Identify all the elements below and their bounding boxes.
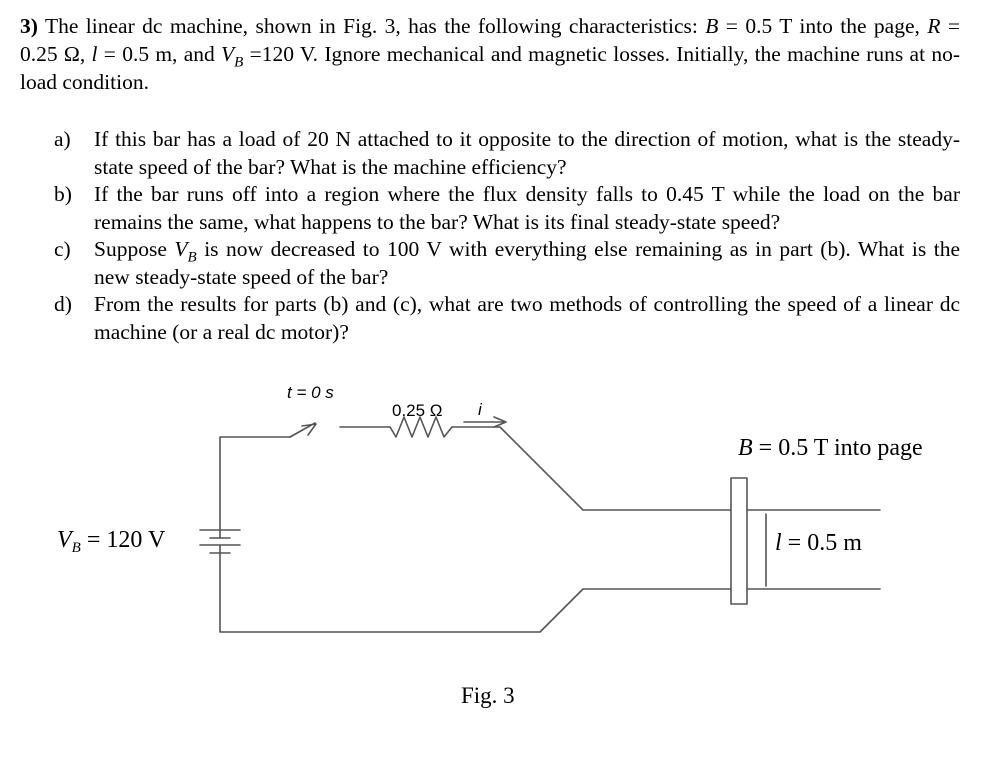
v-symbol: V: [221, 42, 235, 66]
resistor-symbol: [389, 416, 453, 438]
part-text: If the bar runs off into a region where …: [94, 182, 960, 234]
field-label-symbol: B: [738, 435, 753, 461]
circuit-wire: [219, 544, 881, 633]
l-symbol: l: [91, 42, 98, 66]
problem-statement: 3) The linear dc machine, shown in Fig. …: [20, 12, 960, 96]
length-label-value: = 0.5 m: [782, 530, 863, 556]
r-value: = 0.25 Ω,: [20, 14, 960, 66]
part-text: If this bar has a load of 20 N attached …: [94, 127, 960, 179]
part-marker: d): [54, 292, 72, 316]
part-b: b) If the bar runs off into a region wher…: [54, 181, 960, 236]
length-label-symbol: l: [775, 530, 782, 556]
part-text-before: Suppose: [94, 237, 175, 261]
switch-arrow: [301, 423, 317, 436]
question-parts: a) If this bar has a load of 20 N attache…: [54, 126, 960, 346]
part-marker: b): [54, 182, 72, 206]
r-symbol: R: [927, 14, 941, 38]
part-a: a) If this bar has a load of 20 N attache…: [54, 126, 960, 181]
battery-label: VB = 120 V: [57, 527, 166, 556]
b-symbol: B: [705, 14, 719, 38]
field-label: B = 0.5 T into page: [738, 435, 923, 461]
problem-number: 3): [20, 14, 38, 38]
part-d: d) From the results for parts (b) and (c)…: [54, 291, 960, 346]
part-text: From the results for parts (b) and (c), …: [94, 292, 960, 344]
battery-label-value: = 120 V: [81, 527, 166, 553]
b-value: = 0.5 T into the page,: [718, 14, 928, 38]
l-value: = 0.5 m, and: [97, 42, 222, 66]
field-label-value: = 0.5 T into page: [753, 435, 923, 461]
v-subscript: B: [187, 249, 197, 266]
part-marker: a): [54, 127, 71, 151]
length-label: l = 0.5 m: [775, 530, 862, 556]
problem-intro: The linear dc machine, shown in Fig. 3, …: [37, 14, 706, 38]
circuit-wire: [219, 436, 291, 539]
current-arrowhead: [493, 416, 507, 428]
battery-label-sub: B: [72, 540, 81, 556]
part-c: c) Suppose VB is now decreased to 100 V w…: [54, 236, 960, 291]
v-subscript: B: [234, 54, 244, 71]
sliding-bar: [730, 477, 748, 605]
resistor-label: 0.25 Ω: [392, 401, 443, 420]
battery-label-symbol: V: [57, 527, 74, 553]
switch-label: t = 0 s: [287, 383, 334, 402]
figure-caption: Fig. 3: [461, 683, 515, 708]
circuit-figure: t = 0 s 0.25 Ω i B = 0.5 T into page VB …: [57, 383, 923, 708]
current-label: i: [478, 400, 483, 419]
v-value: =120 V. Ignore mechanical and magnetic l…: [20, 42, 960, 94]
part-marker: c): [54, 237, 71, 261]
part-text-after: is now decreased to 100 V with everythin…: [94, 237, 960, 289]
v-symbol: V: [174, 237, 188, 261]
